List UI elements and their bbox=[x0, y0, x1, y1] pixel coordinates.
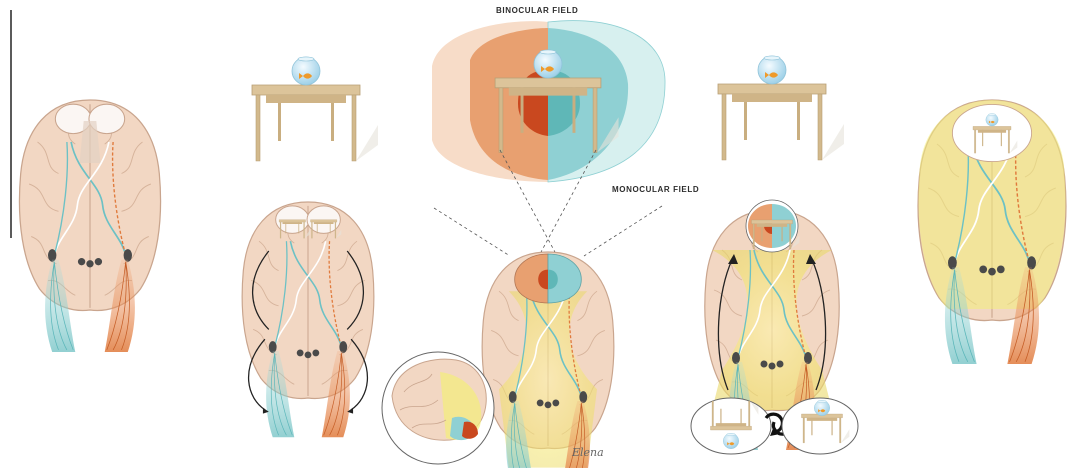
panel-1-brain bbox=[19, 100, 160, 352]
upright-table-bubble bbox=[782, 398, 858, 454]
artist-signature: Elena bbox=[571, 446, 604, 459]
panel-2-table bbox=[252, 57, 378, 161]
inverted-table-bubble bbox=[691, 398, 771, 454]
lateral-brain-inset bbox=[382, 352, 494, 464]
visual-field-diagram bbox=[432, 21, 665, 256]
panel-5-brain bbox=[918, 100, 1066, 364]
panel-3-brain bbox=[482, 252, 614, 468]
panel-2-brain bbox=[242, 202, 374, 437]
panel-4-table bbox=[718, 56, 844, 160]
